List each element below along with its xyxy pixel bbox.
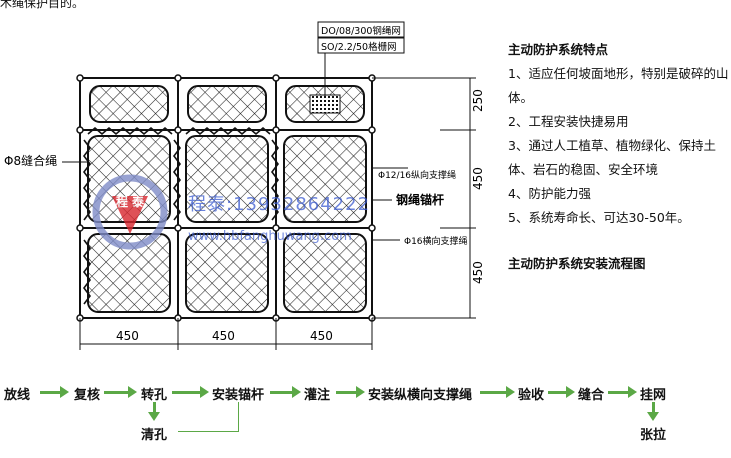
watermark-logo: 程 泰 bbox=[92, 174, 168, 250]
mesh-panel-bot-3 bbox=[283, 233, 367, 313]
flow-step-zhangla: 张拉 bbox=[640, 428, 667, 443]
seam-rope-zigzag bbox=[83, 126, 279, 305]
right-dimension-lines bbox=[372, 77, 476, 319]
flow-arrow-4 bbox=[270, 391, 292, 394]
dim-bottom-2: 450 bbox=[212, 329, 235, 343]
feature-item-2: 2、工程安装快捷易用 bbox=[508, 114, 629, 129]
callout-box-2 bbox=[317, 37, 405, 54]
top-text-fragment: 木绳保护目的。 bbox=[0, 0, 85, 10]
flow-arrow-2 bbox=[104, 391, 128, 394]
flow-step-4: 安装锚杆 bbox=[212, 388, 265, 403]
flow-title: 主动防护系统安装流程图 bbox=[508, 256, 646, 271]
flow-step-qingkong: 清孔 bbox=[141, 428, 168, 443]
mesh-panel-mid-3 bbox=[283, 135, 367, 223]
label-mesh-top: DO/08/300钢绳网 bbox=[321, 25, 401, 37]
callout-box-1 bbox=[317, 21, 405, 38]
flow-step-8: 缝合 bbox=[578, 388, 605, 403]
dim-450-b: 450 bbox=[471, 261, 485, 284]
mesh-panel-top-2 bbox=[187, 85, 267, 123]
watermark-phone: 程泰:13932864222 bbox=[188, 194, 371, 215]
dim-450-a: 450 bbox=[471, 167, 485, 190]
grid-mesh-sample bbox=[309, 94, 341, 114]
install-flowchart: 放线 复核 转孔 安装锚杆 灌注 安装纵横向支撑绳 验收 缝合 挂网 清孔 张拉 bbox=[0, 376, 731, 458]
flow-step-9: 挂网 bbox=[640, 388, 667, 403]
label-horizontal-rope: Φ16横向支撑绳 bbox=[404, 235, 468, 247]
feature-item-5: 5、系统寿命长、可达30-50年。 bbox=[508, 210, 690, 225]
label-mesh-inner: SO/2.2/50格栅网 bbox=[321, 41, 397, 53]
flow-connector-v bbox=[238, 402, 239, 432]
feature-item-4: 4、防护能力强 bbox=[508, 186, 591, 201]
flow-step-6: 安装纵横向支撑绳 bbox=[368, 388, 473, 403]
flow-arrow-down-1 bbox=[153, 402, 156, 414]
logo-char-1: 程 bbox=[116, 194, 128, 209]
flow-step-7: 验收 bbox=[518, 388, 545, 403]
logo-triangle-icon bbox=[112, 196, 148, 234]
feature-item-3: 3、通过人工植草、植物绿化、保持土体、岩石的稳固、安全环境 bbox=[508, 138, 716, 177]
flow-arrow-1 bbox=[40, 391, 60, 394]
dim-bottom-1: 450 bbox=[116, 329, 139, 343]
flow-arrow-6 bbox=[480, 391, 506, 394]
flow-step-1: 放线 bbox=[4, 388, 31, 403]
flow-arrow-7 bbox=[548, 391, 566, 394]
feature-item-1: 1、适应任何坡面地形，特别是破碎的山体。 bbox=[508, 66, 729, 105]
dim-250: 250 bbox=[471, 89, 485, 112]
flow-step-2: 复核 bbox=[74, 388, 101, 403]
flow-connector-h bbox=[178, 431, 238, 432]
dim-bottom-3: 450 bbox=[310, 329, 333, 343]
flow-arrow-8 bbox=[608, 391, 628, 394]
flow-arrow-5 bbox=[336, 391, 356, 394]
label-vertical-rope: Φ12/16纵向支撑绳 bbox=[378, 169, 456, 181]
logo-char-2: 泰 bbox=[131, 194, 145, 209]
anchor-net-diagram: DO/08/300钢绳网 SO/2.2/50格栅网 Φ8缝合绳 Φ12/16纵向… bbox=[4, 21, 485, 350]
flow-step-5: 灌注 bbox=[304, 388, 331, 403]
bottom-dimension-lines bbox=[79, 318, 373, 350]
mesh-panel-bot-1 bbox=[87, 233, 171, 313]
features-title: 主动防护系统特点 bbox=[508, 42, 609, 57]
label-anchor: 钢绳锚杆 bbox=[396, 192, 444, 207]
mesh-panel-top-1 bbox=[89, 85, 169, 123]
mesh-panel-bot-2 bbox=[185, 233, 269, 313]
watermark-url: www.hbfanghuwang.com bbox=[188, 229, 352, 244]
flow-step-3: 转孔 bbox=[141, 388, 168, 403]
mesh-panel-mid-2 bbox=[185, 135, 269, 223]
label-seam-rope: Φ8缝合绳 bbox=[4, 153, 57, 168]
flow-arrow-down-2 bbox=[652, 402, 655, 414]
flow-arrow-3 bbox=[172, 391, 200, 394]
features-panel: 主动防护系统特点 1、适应任何坡面地形，特别是破碎的山体。 2、工程安装快捷易用… bbox=[508, 38, 730, 276]
